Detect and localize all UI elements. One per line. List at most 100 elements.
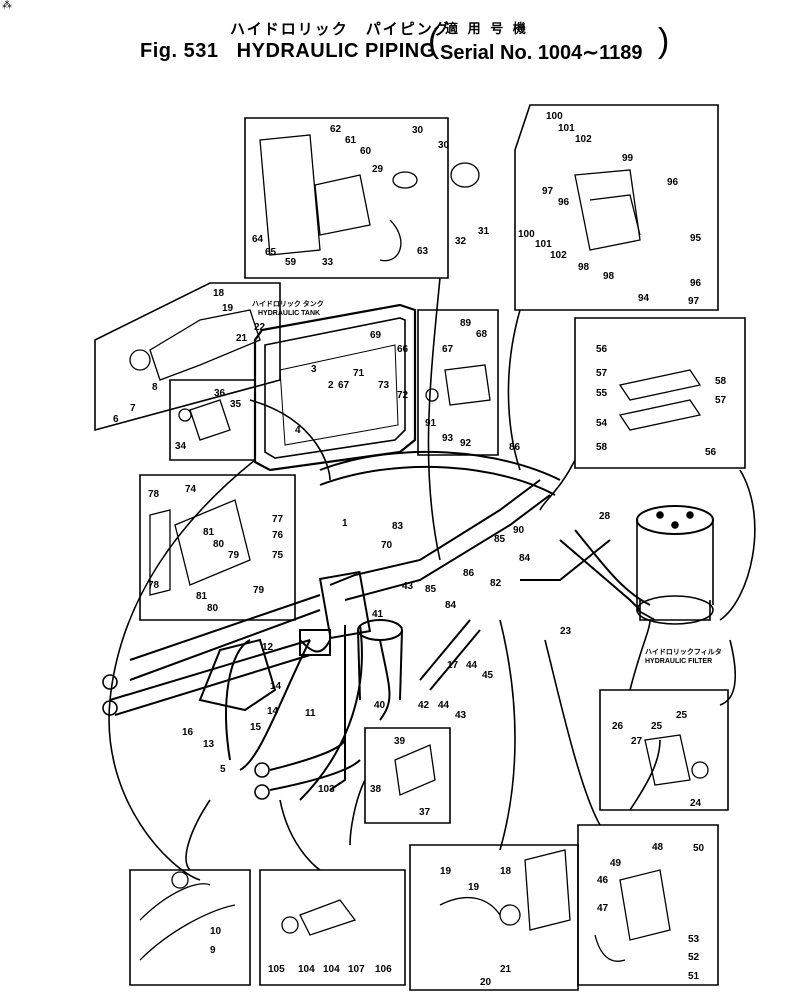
part-number-99: 99 bbox=[622, 153, 634, 164]
part-number-101b: 101 bbox=[535, 239, 552, 250]
part-number-36: 36 bbox=[214, 388, 226, 399]
part-number-96a: 96 bbox=[558, 197, 570, 208]
detail-box-filter-flange bbox=[599, 689, 729, 811]
part-number-78a: 78 bbox=[148, 489, 160, 500]
part-number-100a: 100 bbox=[546, 111, 563, 122]
corner-mark: ⁂ bbox=[2, 0, 12, 11]
part-number-85b: 85 bbox=[425, 584, 437, 595]
part-number-102a: 102 bbox=[575, 134, 592, 145]
part-number-82: 82 bbox=[490, 578, 502, 589]
part-number-98b: 98 bbox=[603, 271, 615, 282]
part-sketches bbox=[129, 134, 709, 962]
part-number-12: 12 bbox=[262, 642, 274, 653]
part-number-1: 1 bbox=[342, 518, 348, 529]
part-number-26: 26 bbox=[612, 721, 624, 732]
part-number-33: 33 bbox=[322, 257, 334, 268]
part-number-75: 75 bbox=[272, 550, 284, 561]
part-number-7: 7 bbox=[130, 403, 136, 414]
right-parenthesis: ) bbox=[658, 22, 670, 60]
part-number-104a: 104 bbox=[298, 964, 315, 975]
part-number-14b: 14 bbox=[267, 706, 279, 717]
part-number-45: 45 bbox=[482, 670, 494, 681]
title-japanese-serial: 適 用 号 機 bbox=[445, 21, 529, 36]
part-number-72: 72 bbox=[397, 390, 409, 401]
part-number-58b: 58 bbox=[596, 442, 608, 453]
part-number-13: 13 bbox=[203, 739, 215, 750]
part-number-9: 9 bbox=[210, 945, 216, 956]
part-number-28: 28 bbox=[599, 511, 611, 522]
part-number-106: 106 bbox=[375, 964, 392, 975]
part-number-100b: 100 bbox=[518, 229, 535, 240]
part-number-14a: 14 bbox=[270, 681, 282, 692]
part-number-20: 20 bbox=[480, 977, 492, 988]
part-number-47: 47 bbox=[597, 903, 609, 914]
part-number-22: 22 bbox=[254, 322, 266, 333]
part-number-10: 10 bbox=[210, 926, 222, 937]
part-number-30b: 30 bbox=[438, 140, 450, 151]
part-number-44a: 44 bbox=[466, 660, 478, 671]
left-parenthesis: ( bbox=[428, 22, 440, 60]
part-number-74: 74 bbox=[185, 484, 197, 495]
part-number-53: 53 bbox=[688, 934, 700, 945]
part-number-85a: 85 bbox=[494, 534, 506, 545]
part-number-57a: 57 bbox=[596, 368, 608, 379]
part-number-40: 40 bbox=[374, 700, 386, 711]
part-number-17: 17 bbox=[447, 660, 459, 671]
detail-box-elbow bbox=[409, 844, 579, 991]
part-number-3: 3 bbox=[311, 364, 317, 375]
part-number-76: 76 bbox=[272, 530, 284, 541]
part-number-18b: 18 bbox=[500, 866, 512, 877]
part-number-60: 60 bbox=[360, 146, 372, 157]
part-number-63: 63 bbox=[417, 246, 429, 257]
part-number-43b: 43 bbox=[455, 710, 467, 721]
part-number-73: 73 bbox=[378, 380, 390, 391]
detail-box-split-flange bbox=[259, 869, 406, 986]
part-number-2: 2 bbox=[328, 380, 334, 391]
part-number-50: 50 bbox=[693, 843, 705, 854]
detail-box-pin bbox=[364, 727, 451, 824]
part-number-57b: 57 bbox=[715, 395, 727, 406]
part-number-56a: 56 bbox=[596, 344, 608, 355]
part-number-11: 11 bbox=[305, 708, 316, 719]
part-number-37: 37 bbox=[419, 807, 431, 818]
part-number-labels: ハイドロリック タンク HYDRAULIC TANK ハイドロリックフィルタ H… bbox=[113, 111, 727, 988]
part-number-30a: 30 bbox=[412, 125, 424, 136]
part-number-52: 52 bbox=[688, 952, 700, 963]
title-japanese: ハイドロリック パイピング bbox=[230, 21, 451, 38]
part-number-55: 55 bbox=[596, 388, 608, 399]
part-number-32: 32 bbox=[455, 236, 467, 247]
part-number-107: 107 bbox=[348, 964, 365, 975]
part-number-44b: 44 bbox=[438, 700, 450, 711]
part-number-83: 83 bbox=[392, 521, 404, 532]
part-number-79a: 79 bbox=[228, 550, 240, 561]
detail-box-clamp bbox=[574, 317, 746, 469]
part-number-25b: 25 bbox=[676, 710, 688, 721]
part-number-21b: 21 bbox=[500, 964, 512, 975]
part-number-38: 38 bbox=[370, 784, 382, 795]
part-number-31: 31 bbox=[478, 226, 490, 237]
part-number-5: 5 bbox=[220, 764, 226, 775]
part-number-19b: 19 bbox=[440, 866, 452, 877]
part-number-19a: 19 bbox=[222, 303, 234, 314]
hydraulic-tank bbox=[253, 303, 417, 472]
part-number-51: 51 bbox=[688, 971, 700, 982]
part-number-41: 41 bbox=[372, 609, 384, 620]
tank-label-jp: ハイドロリック タンク bbox=[252, 299, 324, 308]
part-number-104b: 104 bbox=[323, 964, 340, 975]
part-number-89: 89 bbox=[460, 318, 472, 329]
part-number-79b: 79 bbox=[253, 585, 265, 596]
tank-label-en: HYDRAULIC TANK bbox=[258, 310, 320, 317]
filter-label-en: HYDRAULIC FILTER bbox=[645, 658, 712, 665]
part-number-19c: 19 bbox=[468, 882, 480, 893]
part-number-29: 29 bbox=[372, 164, 384, 175]
part-number-97b: 97 bbox=[688, 296, 700, 307]
part-number-4: 4 bbox=[295, 425, 301, 436]
part-number-42: 42 bbox=[418, 700, 430, 711]
detail-box-hose-guard bbox=[129, 869, 251, 986]
part-number-65: 65 bbox=[265, 247, 277, 258]
part-number-101a: 101 bbox=[558, 123, 575, 134]
filter-label-jp: ハイドロリックフィルタ bbox=[645, 647, 722, 656]
part-number-77: 77 bbox=[272, 514, 284, 525]
part-number-80a: 80 bbox=[213, 539, 225, 550]
